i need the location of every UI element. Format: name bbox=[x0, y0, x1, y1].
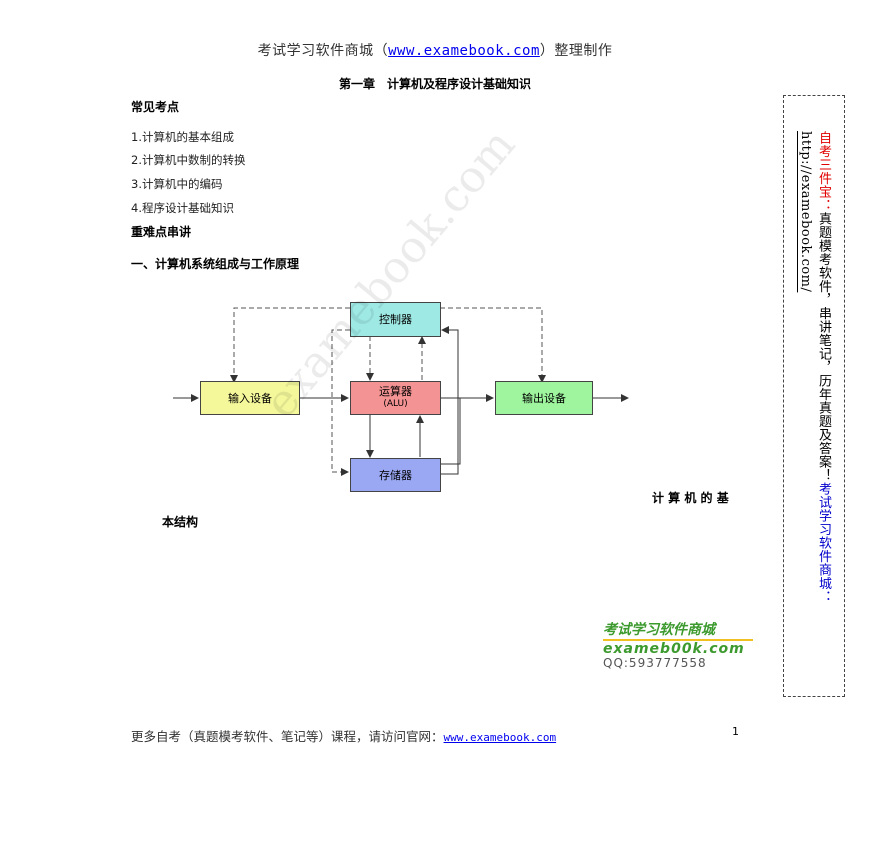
list-item: 4.程序设计基础知识 bbox=[131, 201, 234, 215]
logo-divider bbox=[603, 639, 753, 641]
list-item: 1.计算机的基本组成 bbox=[131, 130, 234, 144]
promo-sidebar: 自考三件宝：真题模考软件，串讲笔记，历年真题及答案！考试学习软件商城： http:… bbox=[783, 95, 845, 697]
header-prefix: 考试学习软件商城（ bbox=[257, 43, 389, 59]
output-device-box: 输出设备 bbox=[495, 381, 593, 415]
list-item: 3.计算机中的编码 bbox=[131, 177, 223, 191]
alu-box: 运算器 (ALU) bbox=[350, 381, 441, 415]
sidebar-black-text: 真题模考软件，串讲笔记，历年真题及答案！ bbox=[816, 212, 831, 482]
diagram-connectors bbox=[173, 307, 629, 476]
controller-box: 控制器 bbox=[350, 302, 441, 337]
key-points-title: 重难点串讲 bbox=[131, 225, 192, 239]
header-link[interactable]: www.examebook.com bbox=[388, 43, 540, 59]
list-item: 2.计算机中数制的转换 bbox=[131, 153, 246, 167]
brand-logo: 考试学习软件商城 exameb00k.com QQ:593777558 bbox=[603, 622, 763, 670]
page-header: 考试学习软件商城（www.examebook.com）整理制作 bbox=[0, 40, 870, 60]
page-number: 1 bbox=[732, 725, 739, 738]
chapter-title: 第一章 计算机及程序设计基础知识 bbox=[338, 77, 531, 91]
computer-structure-diagram: 控制器 运算器 (ALU) 输入设备 输出设备 存储器 bbox=[170, 292, 640, 502]
subsection-title: 一、计算机系统组成与工作原理 bbox=[131, 257, 300, 271]
storage-box: 存储器 bbox=[350, 458, 441, 492]
controller-label: 控制器 bbox=[379, 313, 412, 326]
common-points-title: 常见考点 bbox=[131, 100, 180, 114]
input-device-label: 输入设备 bbox=[228, 391, 272, 405]
alu-sublabel: (ALU) bbox=[383, 399, 408, 409]
header-suffix: ）整理制作 bbox=[539, 43, 613, 59]
footer-link[interactable]: www.examebook.com bbox=[443, 731, 557, 744]
sidebar-red-text: 自考三件宝： bbox=[816, 131, 831, 212]
storage-label: 存储器 bbox=[379, 468, 412, 482]
input-device-box: 输入设备 bbox=[200, 381, 300, 415]
logo-qq: QQ:593777558 bbox=[603, 656, 707, 670]
sidebar-text: 自考三件宝：真题模考软件，串讲笔记，历年真题及答案！考试学习软件商城： http:… bbox=[796, 131, 832, 696]
output-device-label: 输出设备 bbox=[522, 391, 566, 405]
diagram-caption-part1: 计 算 机 的 基 bbox=[652, 491, 729, 505]
page-footer: 更多自考（真题模考软件、笔记等）课程，请访问官网：www.examebook.c… bbox=[131, 726, 556, 745]
logo-domain: exameb00k.com bbox=[603, 641, 745, 657]
alu-label: 运算器 bbox=[379, 385, 412, 398]
footer-text: 更多自考（真题模考软件、笔记等）课程，请访问官网： bbox=[131, 729, 444, 744]
sidebar-blue-text: 考试学习软件商城： bbox=[816, 482, 831, 604]
diagram-caption-part2: 本结构 bbox=[162, 515, 199, 529]
logo-title: 考试学习软件商城 bbox=[603, 622, 715, 638]
sidebar-link[interactable]: http://examebook.com/ bbox=[798, 131, 813, 293]
